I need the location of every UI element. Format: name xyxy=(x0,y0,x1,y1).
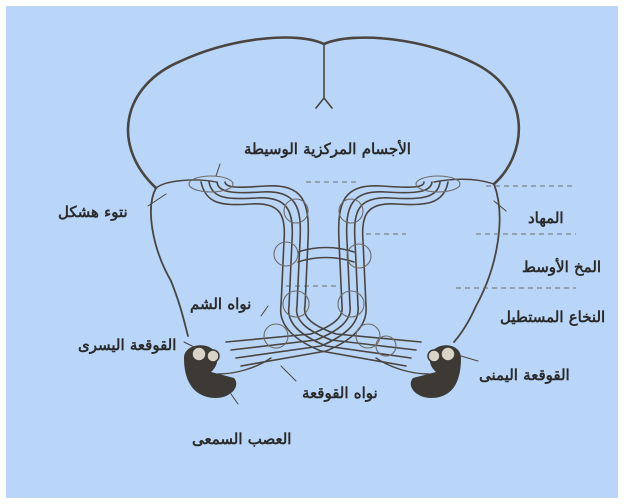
label-left-cochlea: القوقعة اليسرى xyxy=(78,336,176,354)
diagram-canvas: الأجسام المركزية الوسيطة نتوء هشكل المها… xyxy=(6,6,618,498)
left-temporal-outline xyxy=(151,188,188,336)
label-thalamus: المهاد xyxy=(528,209,564,227)
brain-midline xyxy=(316,44,332,108)
label-cochlear-nucleus: نواه القوقعة xyxy=(302,384,378,402)
right-cochlea-shape xyxy=(376,345,461,398)
label-central-bodies: الأجسام المركزية الوسيطة xyxy=(244,140,411,158)
label-midbrain: المخ الأوسط xyxy=(522,258,601,276)
label-right-cochlea: القوقعة اليمنى xyxy=(479,366,570,384)
right-temporal-outline xyxy=(454,184,500,342)
auditory-pathway-drawing xyxy=(6,6,618,498)
midbrain-commissure xyxy=(298,248,354,263)
cortex-base-line xyxy=(156,179,494,188)
left-ascending-tract xyxy=(201,182,421,366)
label-medulla: النخاع المستطيل xyxy=(500,308,605,326)
label-heschl: نتوء هشكل xyxy=(58,203,128,221)
left-cochlea-shape xyxy=(184,345,271,398)
label-olivary-nucleus: نواه الشم xyxy=(190,295,251,313)
right-ascending-tract xyxy=(226,182,448,366)
label-auditory-nerve: العصب السمعى xyxy=(192,430,291,448)
